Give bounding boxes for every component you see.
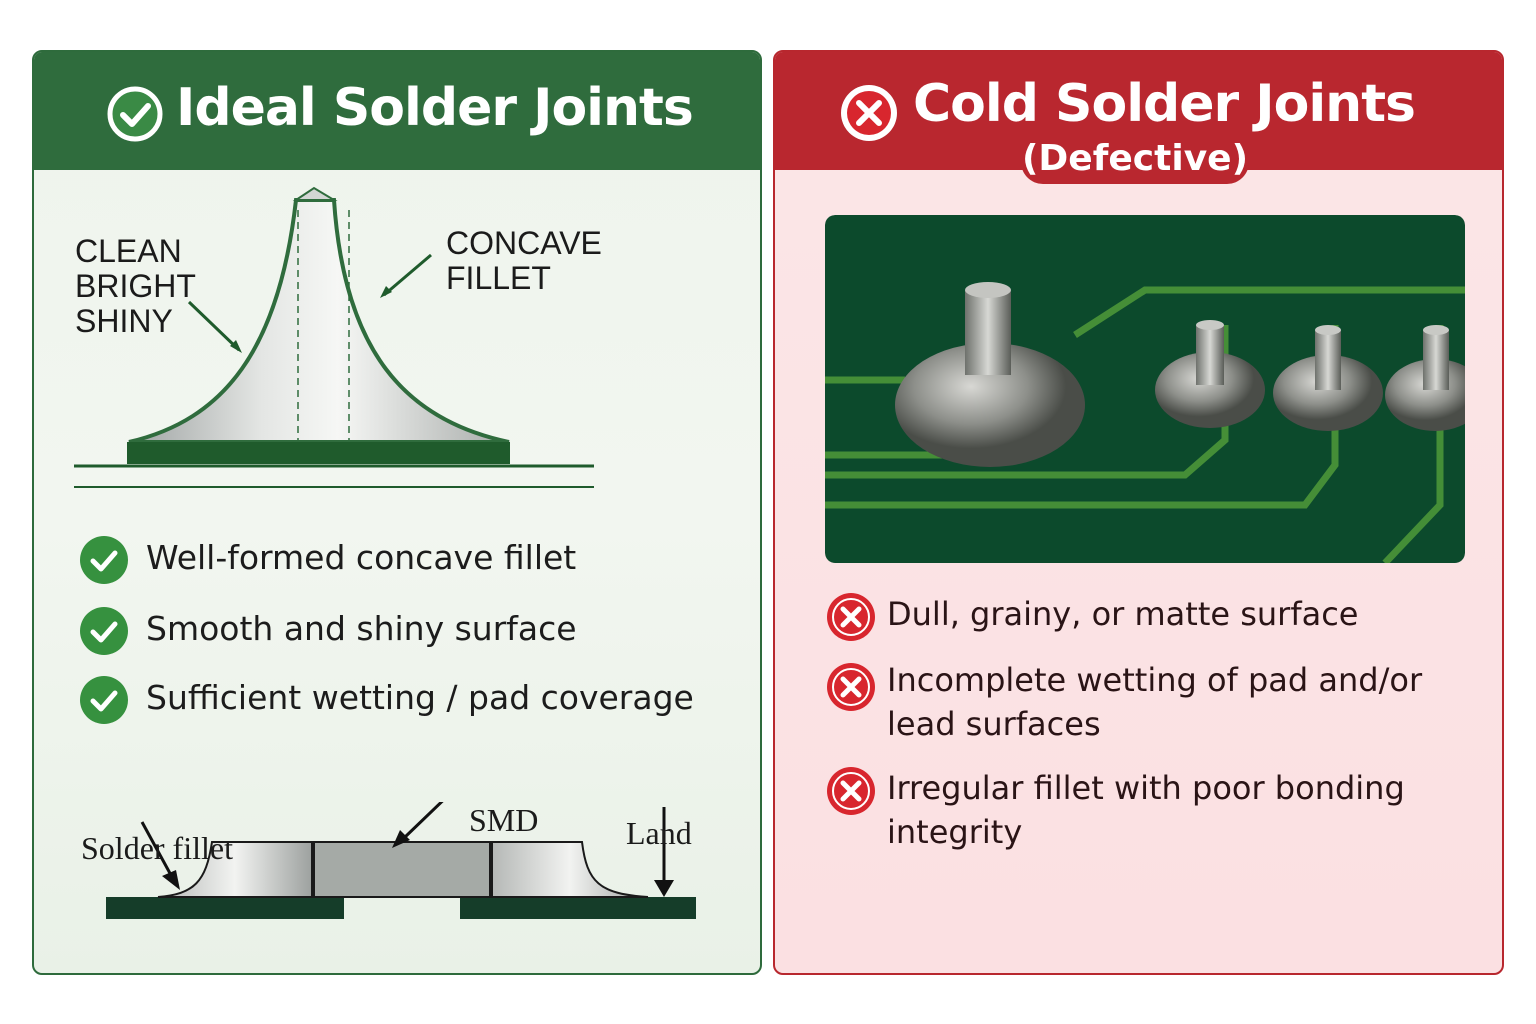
feature-text: Smooth and shiny surface bbox=[146, 609, 577, 648]
cold-subtitle: (Defective) bbox=[1021, 136, 1249, 184]
x-circle-icon bbox=[827, 767, 875, 815]
feature-item: Well-formed concave fillet bbox=[80, 536, 576, 584]
callout-concave-fillet: CONCAVE FILLET bbox=[446, 226, 602, 296]
check-circle-icon bbox=[80, 536, 128, 584]
feature-text: Well-formed concave fillet bbox=[146, 538, 577, 577]
label-land: Land bbox=[626, 815, 692, 851]
defect-text: Irregular fillet with poor bonding integ… bbox=[887, 769, 1405, 851]
x-circle-icon bbox=[827, 663, 875, 711]
ideal-header: Ideal Solder Joints bbox=[34, 52, 760, 170]
x-circle-icon bbox=[841, 85, 897, 141]
defect-text: Dull, grainy, or matte surface bbox=[887, 595, 1359, 633]
feature-item: Sufficient wetting / pad coverage bbox=[80, 676, 694, 724]
label-solder-fillet: Solder fillet bbox=[81, 830, 233, 866]
x-circle-icon bbox=[827, 593, 875, 641]
defect-text: Incomplete wetting of pad and/or lead su… bbox=[887, 661, 1423, 743]
check-circle-icon bbox=[107, 86, 163, 142]
callout-line: CONCAVE bbox=[446, 225, 602, 261]
ideal-panel: Ideal Solder Joints CLEAN BRIGHT SHINY C… bbox=[32, 50, 762, 975]
ideal-joint-illustration bbox=[74, 186, 594, 488]
check-circle-icon bbox=[80, 676, 128, 724]
feature-item: Smooth and shiny surface bbox=[80, 607, 577, 655]
callout-clean-bright-shiny: CLEAN BRIGHT SHINY bbox=[75, 234, 196, 339]
cold-title: Cold Solder Joints bbox=[913, 74, 1416, 134]
callout-line: BRIGHT bbox=[75, 268, 196, 304]
label-smd: SMD bbox=[469, 802, 539, 838]
callout-line: CLEAN bbox=[75, 233, 182, 269]
ideal-title: Ideal Solder Joints bbox=[176, 78, 694, 138]
cold-joint-photo bbox=[825, 215, 1465, 563]
feature-text: Sufficient wetting / pad coverage bbox=[146, 678, 694, 717]
smd-cross-section-diagram bbox=[106, 802, 696, 919]
check-circle-icon bbox=[80, 607, 128, 655]
callout-line: SHINY bbox=[75, 303, 173, 339]
callout-line: FILLET bbox=[446, 260, 551, 296]
cold-panel: Cold Solder Joints (Defective) bbox=[773, 50, 1504, 975]
